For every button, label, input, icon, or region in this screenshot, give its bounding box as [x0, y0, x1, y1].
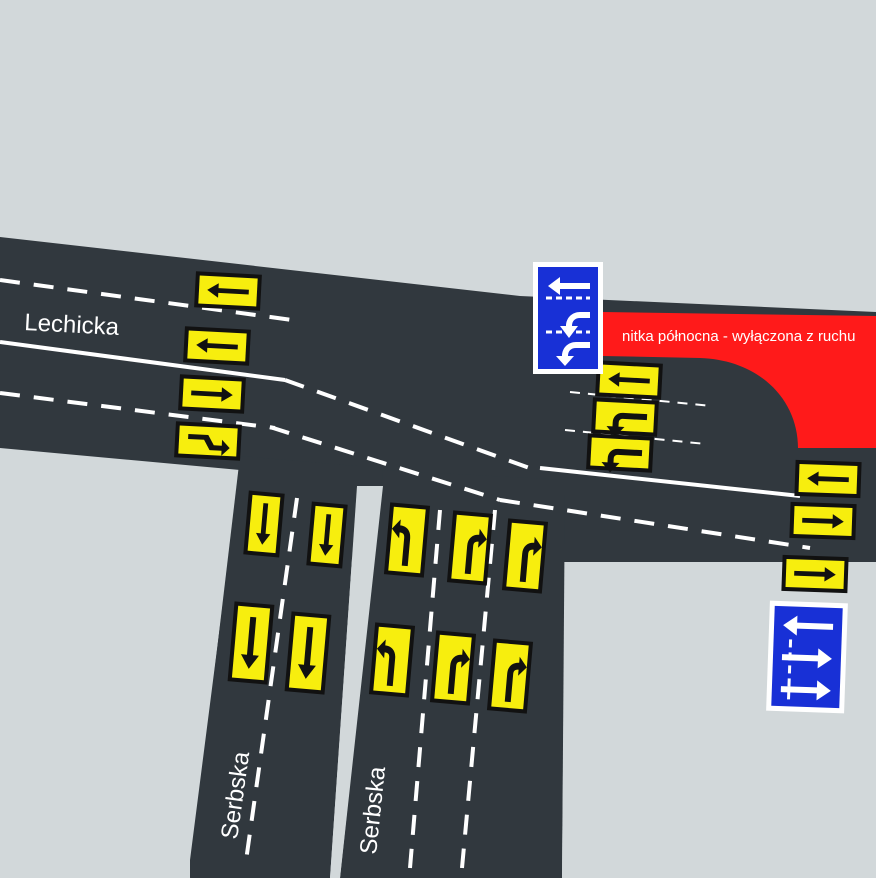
lane-board-serbska-e-1 [383, 502, 431, 578]
lane-line [499, 498, 811, 550]
lane-board-serbska-e-2 [446, 510, 494, 586]
arrow-right-bend-icon [188, 433, 230, 456]
lane-board-lechicka-1 [194, 271, 262, 311]
lane-board-east-1 [794, 459, 862, 499]
lane-board-serbska-e-6 [486, 638, 534, 714]
lane-line [564, 429, 707, 445]
lane-board-serbska-e-5 [429, 630, 477, 706]
arrow-left-curve-icon [606, 412, 648, 437]
lane-board-serbska-e-4 [368, 622, 416, 698]
arrow-turn-left-icon [391, 519, 411, 567]
lane-board-mid-1 [595, 360, 663, 400]
arrow-left-curve-icon [601, 448, 643, 473]
closed-zone [603, 312, 876, 448]
info-sign-east [766, 600, 848, 714]
lane-board-serbska-w-1 [243, 490, 285, 558]
lane-board-lechicka-2 [183, 326, 251, 366]
lane-line [569, 391, 713, 407]
lane-board-serbska-w-3 [227, 601, 275, 685]
lane-board-serbska-w-2 [306, 501, 348, 569]
arrow-turn-right-icon [504, 656, 527, 703]
lane-board-serbska-w-4 [284, 611, 332, 695]
lane-board-east-3 [781, 554, 849, 594]
lane-board-lechicka-4 [174, 421, 242, 461]
lane-line [0, 340, 286, 382]
lane-board-serbska-e-3 [501, 518, 549, 594]
lane-line [408, 509, 442, 869]
arrow-turn-right-icon [447, 648, 470, 695]
arrow-turn-right-icon [464, 528, 487, 575]
lane-board-lechicka-3 [178, 374, 246, 414]
arrow-turn-right-icon [519, 536, 542, 583]
lane-line [0, 391, 276, 430]
closure-label: nitka północna - wyłączona z ruchu [622, 328, 855, 345]
lane-line [460, 509, 497, 869]
lane-closure-sign-icon [546, 277, 590, 366]
street-label-lechicka: Lechicka [24, 309, 121, 341]
lane-board-mid-2 [591, 397, 659, 437]
lane-board-east-2 [789, 501, 857, 541]
arrow-turn-left-icon [376, 639, 396, 687]
lane-line [269, 425, 501, 502]
lane-layout-sign-icon [780, 615, 834, 701]
lane-line [539, 466, 801, 498]
lane-line [243, 497, 299, 869]
lane-line [284, 378, 536, 472]
lane-board-mid-3 [586, 433, 654, 473]
info-sign-north [533, 262, 603, 374]
lane-line [0, 278, 293, 322]
median-serbska [330, 486, 383, 878]
